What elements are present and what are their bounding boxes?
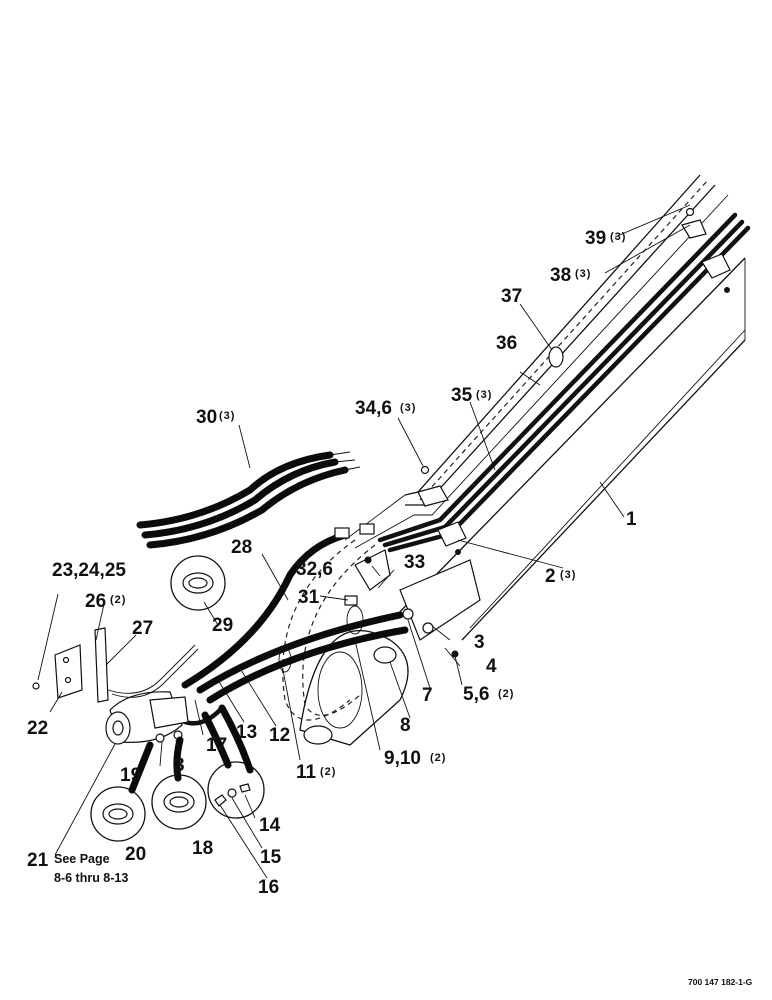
callout-17: 17 bbox=[206, 735, 227, 756]
callout-19: 19 bbox=[120, 765, 141, 786]
bracket-31-33 bbox=[344, 549, 391, 606]
callout-27: 27 bbox=[132, 618, 153, 639]
callout-21: 21 bbox=[27, 850, 49, 871]
callout-11: 11 bbox=[296, 762, 317, 783]
o-ring-inset-29 bbox=[170, 555, 226, 611]
callout-23-24-25: 23,24,25 bbox=[52, 560, 126, 581]
o-ring-inset-20 bbox=[90, 786, 146, 842]
callout-21-note-line1: See Page bbox=[54, 852, 110, 866]
callout-14: 14 bbox=[259, 815, 281, 836]
callout-18: 18 bbox=[192, 838, 213, 859]
callout-34-6: 34,6 bbox=[355, 398, 392, 419]
callout-20: 20 bbox=[125, 844, 146, 865]
callout-2: 2 bbox=[545, 566, 556, 587]
callout-3-left: 3 bbox=[174, 755, 185, 776]
callout-16: 16 bbox=[258, 877, 279, 898]
callout-38-qty: (3) bbox=[575, 268, 591, 280]
callout-11-qty: (2) bbox=[320, 766, 336, 778]
callout-13: 13 bbox=[236, 722, 257, 743]
callout-15: 15 bbox=[260, 847, 282, 868]
callout-35-qty: (3) bbox=[476, 389, 492, 401]
callout-9-10-qty: (2) bbox=[430, 752, 446, 764]
fitting-inset-14-16 bbox=[207, 761, 265, 819]
callout-3-right: 3 bbox=[474, 632, 485, 653]
callout-9-10: 9,10 bbox=[384, 748, 421, 769]
callout-36: 36 bbox=[496, 333, 517, 354]
callout-39-qty: (3) bbox=[610, 231, 626, 243]
callout-26: 26 bbox=[85, 591, 106, 612]
figure-code: 700 147 182-1-G bbox=[688, 977, 753, 987]
callout-26-qty: (2) bbox=[110, 594, 126, 606]
callout-34-6-qty: (3) bbox=[400, 402, 416, 414]
callout-7: 7 bbox=[422, 685, 433, 706]
hose-set-30 bbox=[136, 451, 361, 549]
mount-bracket bbox=[32, 627, 199, 703]
callout-2-qty: (3) bbox=[560, 569, 576, 581]
callout-5-6: 5,6 bbox=[463, 684, 489, 705]
callout-5-6-qty: (2) bbox=[498, 688, 514, 700]
callout-labels: 1 2 (3) 3 4 5,6 (2) 7 8 9,10 (2) 11 (2) … bbox=[27, 228, 753, 987]
inset-hoses bbox=[128, 704, 254, 794]
callout-37: 37 bbox=[501, 286, 522, 307]
boom-tube bbox=[391, 257, 746, 641]
callout-4: 4 bbox=[486, 656, 497, 677]
o-ring-inset-18 bbox=[151, 774, 207, 830]
callout-32-6: 32,6 bbox=[296, 559, 333, 580]
cylinder-assembly bbox=[278, 539, 481, 746]
main-hoses bbox=[177, 523, 409, 726]
callout-12: 12 bbox=[269, 725, 290, 746]
callout-39: 39 bbox=[585, 228, 606, 249]
hydraulic-motor bbox=[105, 691, 189, 745]
leader-lines bbox=[37, 204, 691, 879]
upper-rail bbox=[344, 174, 729, 549]
callout-35: 35 bbox=[451, 385, 473, 406]
callout-38: 38 bbox=[550, 265, 571, 286]
callout-21-note-line2: 8-6 thru 8-13 bbox=[54, 871, 128, 885]
callout-30-qty: (3) bbox=[219, 410, 235, 422]
clamp-37 bbox=[548, 346, 564, 368]
callout-8: 8 bbox=[400, 715, 411, 736]
callout-22: 22 bbox=[27, 718, 48, 739]
callout-29: 29 bbox=[212, 615, 233, 636]
callout-1: 1 bbox=[626, 509, 637, 530]
callout-28: 28 bbox=[231, 537, 252, 558]
callout-31: 31 bbox=[298, 587, 320, 608]
callout-30: 30 bbox=[196, 407, 217, 428]
callout-33: 33 bbox=[404, 552, 425, 573]
